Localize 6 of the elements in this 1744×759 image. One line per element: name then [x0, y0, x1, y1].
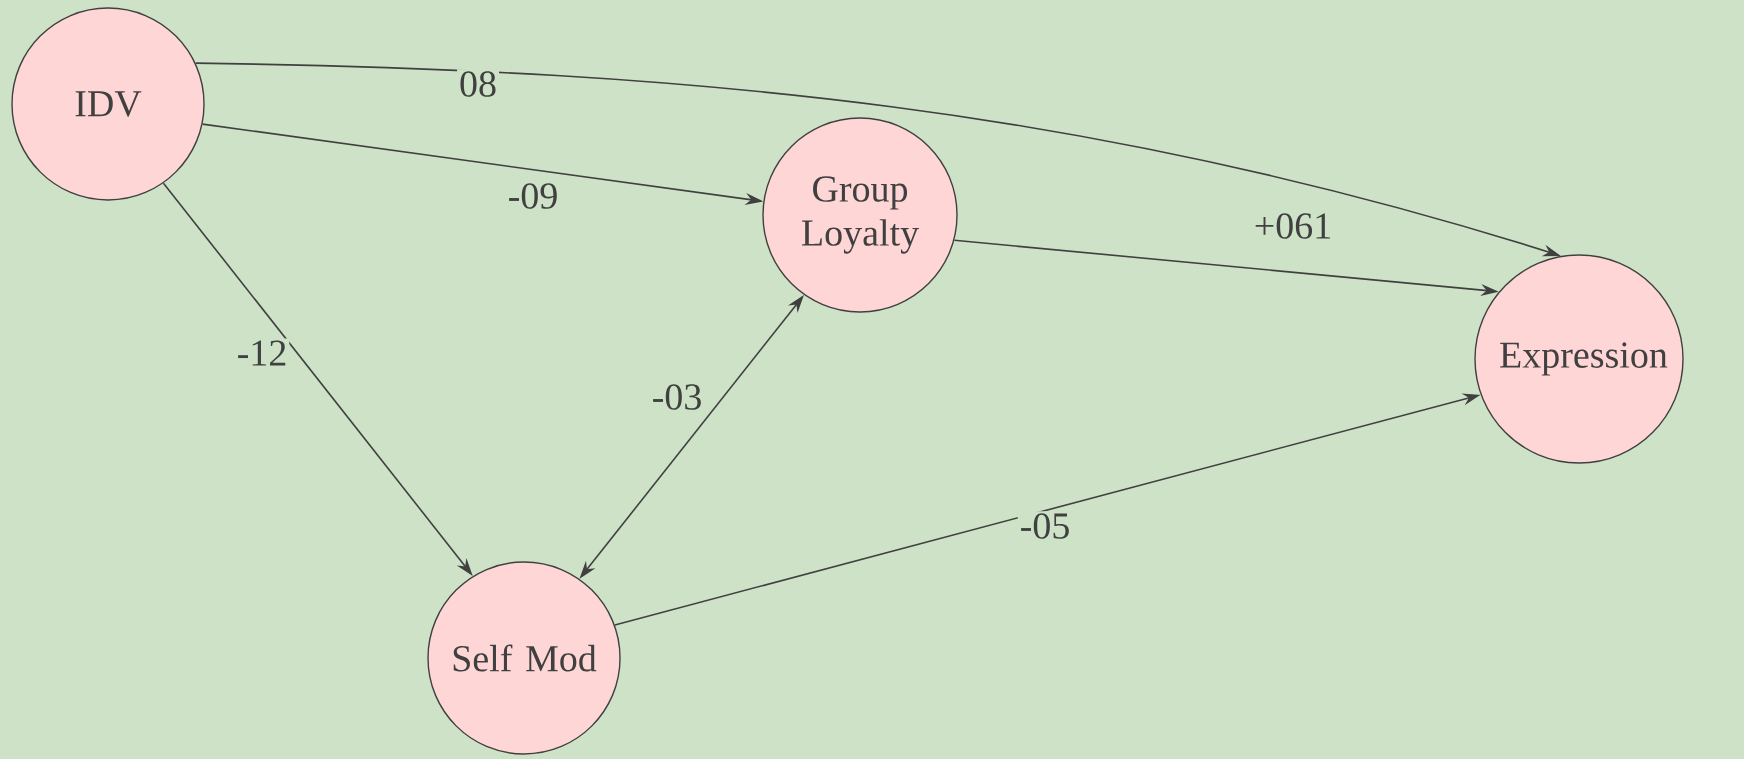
edge-label: +061 — [1251, 211, 1335, 241]
edge-label: 08 — [457, 69, 499, 99]
edge-label: -05 — [1017, 511, 1073, 541]
edge-label: -09 — [505, 181, 561, 211]
edge-label: -12 — [234, 338, 290, 368]
edge-label: -03 — [649, 382, 705, 412]
